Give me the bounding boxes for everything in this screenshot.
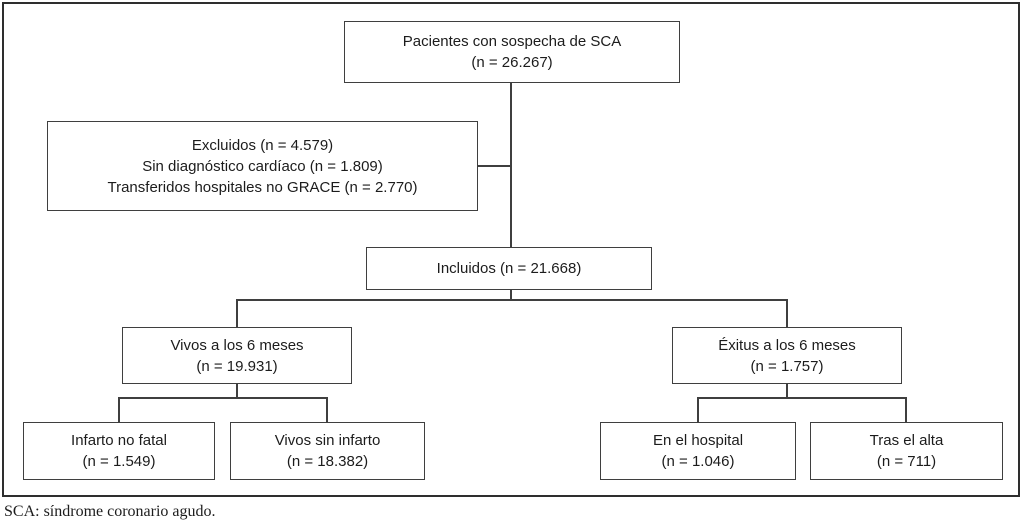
node-detail: Sin diagnóstico cardíaco (n = 1.809)	[142, 157, 383, 175]
node-included: Incluidos (n = 21.668)	[366, 247, 652, 290]
connector-to-after-discharge	[905, 397, 907, 422]
node-detail: Transferidos hospitales no GRACE (n = 2.…	[107, 178, 418, 196]
connector-level1-horizontal	[236, 299, 788, 301]
node-count: (n = 1.046)	[661, 453, 735, 470]
connector-suspected-to-included	[510, 83, 512, 247]
node-alive-6-months: Vivos a los 6 meses (n = 19.931)	[122, 327, 352, 384]
connector-to-nonfatal-infarction	[118, 397, 120, 422]
node-label: Vivos sin infarto	[274, 432, 381, 449]
node-death-6-months: Éxitus a los 6 meses (n = 1.757)	[672, 327, 902, 384]
node-alive-no-infarction: Vivos sin infarto (n = 18.382)	[230, 422, 425, 480]
connector-alive-down	[236, 384, 238, 399]
node-label: Éxitus a los 6 meses	[718, 336, 856, 354]
node-in-hospital: En el hospital (n = 1.046)	[600, 422, 796, 480]
node-label: Pacientes con sospecha de SCA	[402, 33, 622, 50]
node-count: (n = 1.549)	[82, 453, 156, 470]
connector-to-alive-6-months	[236, 299, 238, 327]
node-suspected-sca: Pacientes con sospecha de SCA (n = 26.26…	[344, 21, 680, 83]
connector-to-in-hospital	[697, 397, 699, 422]
connector-included-down	[510, 290, 512, 301]
node-label: Tras el alta	[869, 432, 944, 449]
node-count: (n = 18.382)	[286, 453, 369, 470]
node-label: Infarto no fatal	[71, 432, 167, 449]
abbreviation-footnote: SCA: síndrome coronario agudo.	[4, 503, 216, 520]
connector-excluded-branch	[478, 165, 510, 167]
node-label: Vivos a los 6 meses	[170, 336, 304, 354]
connector-level2-left-horizontal	[118, 397, 328, 399]
node-label: Incluidos (n = 21.668)	[436, 260, 582, 277]
connector-death-down	[786, 384, 788, 399]
node-nonfatal-infarction: Infarto no fatal (n = 1.549)	[23, 422, 215, 480]
node-count: (n = 19.931)	[196, 357, 278, 375]
node-count: (n = 711)	[876, 453, 937, 470]
node-label: Excluidos (n = 4.579)	[191, 136, 334, 154]
connector-to-alive-no-infarction	[326, 397, 328, 422]
node-excluded: Excluidos (n = 4.579) Sin diagnóstico ca…	[47, 121, 478, 211]
node-count: (n = 1.757)	[750, 357, 824, 375]
node-count: (n = 26.267)	[471, 54, 553, 71]
connector-to-death-6-months	[786, 299, 788, 327]
node-label: En el hospital	[652, 432, 744, 449]
connector-level2-right-horizontal	[697, 397, 907, 399]
node-after-discharge: Tras el alta (n = 711)	[810, 422, 1003, 480]
